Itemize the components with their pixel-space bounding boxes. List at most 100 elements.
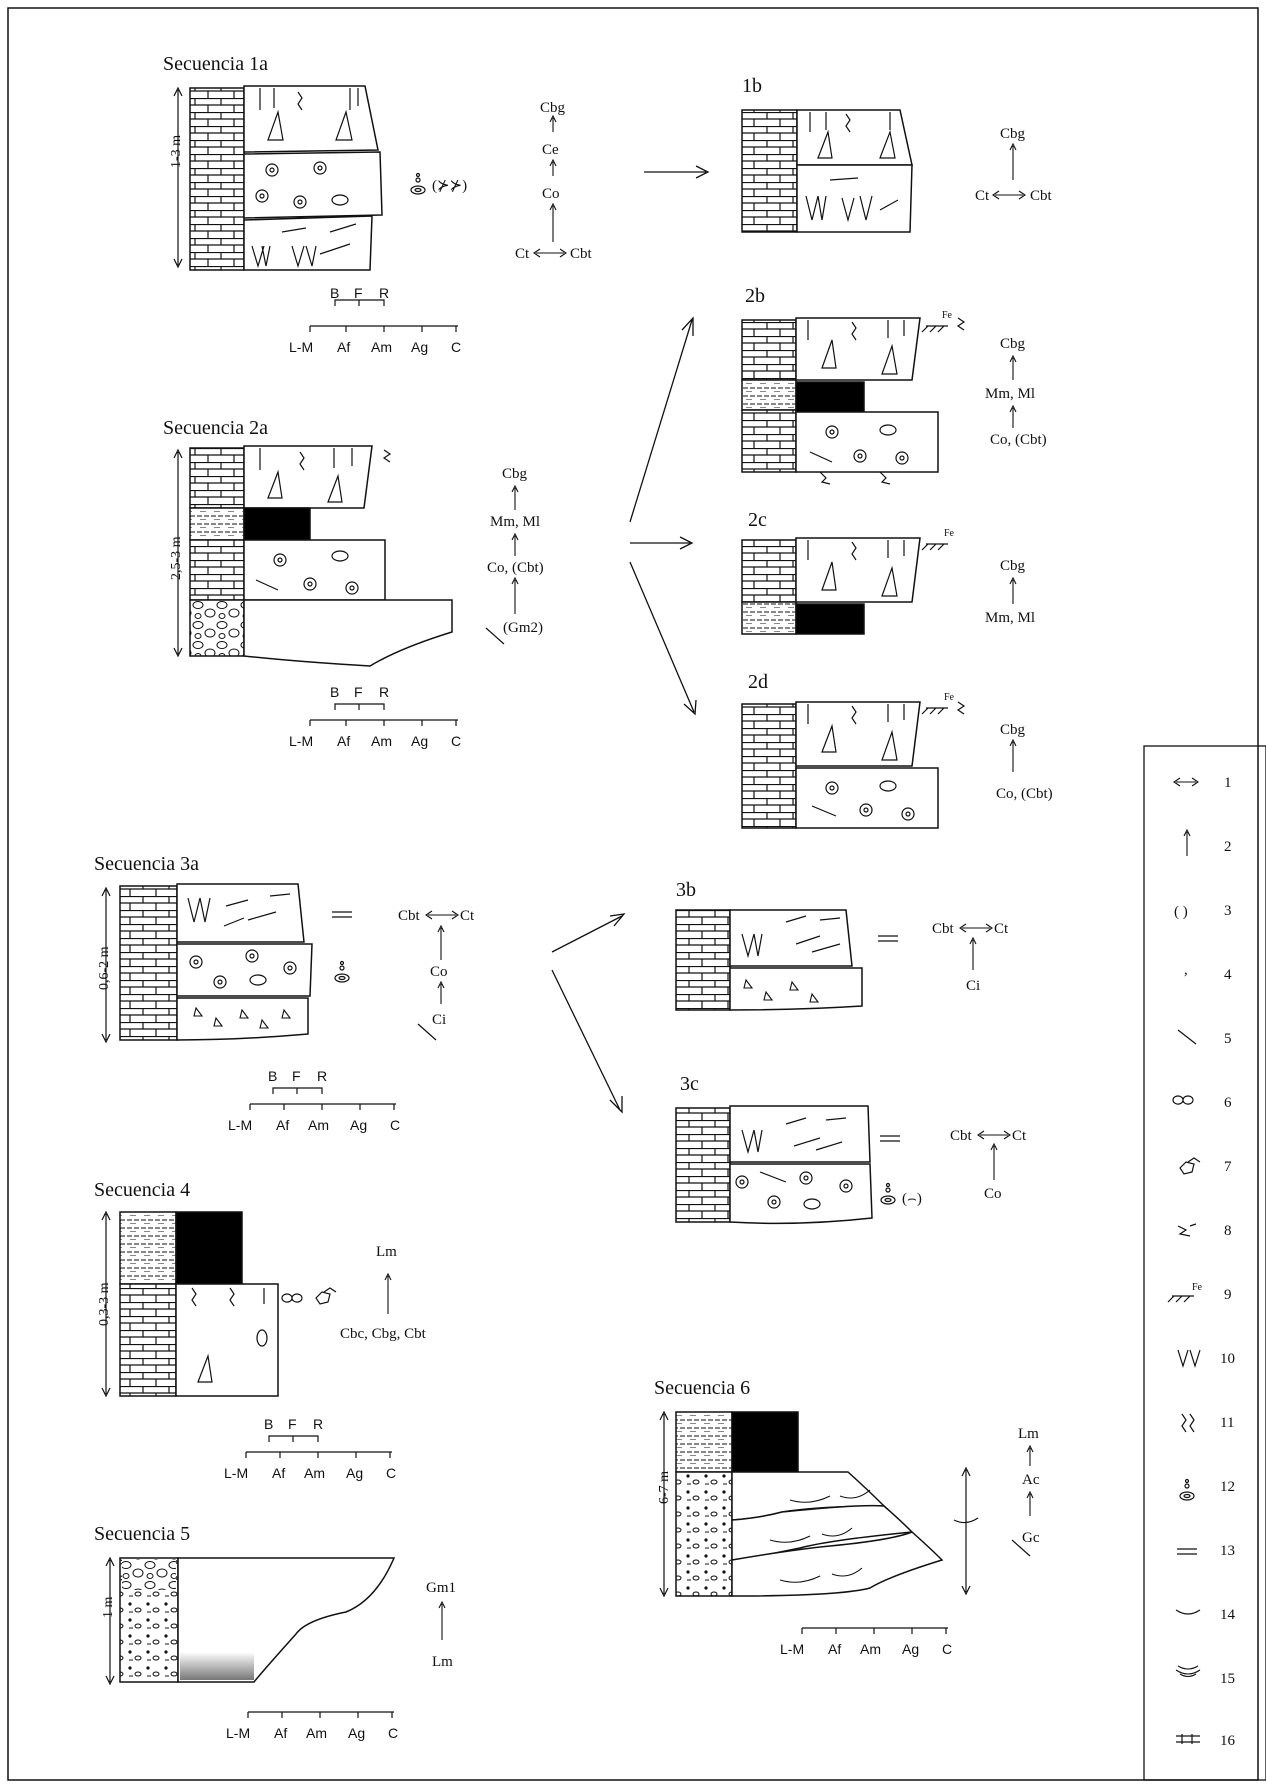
- svg-text:L-M: L-M: [224, 1465, 248, 1481]
- facies-label: Mm, Ml: [490, 514, 540, 530]
- cross-lamination-icon: [1176, 1610, 1200, 1614]
- svg-text:Af: Af: [337, 733, 350, 749]
- legend-box: [1144, 746, 1266, 1780]
- facies-label: Cbt: [932, 921, 955, 937]
- facies-label: Gm1: [426, 1580, 456, 1596]
- sequence-2a: Secuencia 2a 2,5-3 m Cbg Mm, Ml Co, (Cbt…: [163, 417, 544, 749]
- double-arrow-icon: [426, 911, 458, 919]
- legend-number: 4: [1224, 967, 1232, 983]
- bed-middle: [244, 540, 385, 600]
- sequence-3c: 3c (⌢) Cbt Ct Co: [676, 1073, 1027, 1223]
- seq-3b-title: 3b: [676, 879, 696, 901]
- oncoid-symbol: [881, 1184, 895, 1205]
- up-arrow-icon: [1184, 830, 1190, 856]
- up-arrow-icon: [438, 926, 444, 960]
- facies-label: Ac: [1022, 1472, 1040, 1488]
- svg-text:Ag: Ag: [350, 1117, 367, 1133]
- oncoid-symbol: [335, 962, 349, 983]
- seq-4-title: Secuencia 4: [94, 1179, 190, 1201]
- svg-text:Af: Af: [337, 339, 350, 355]
- svg-text:Fe: Fe: [944, 692, 955, 703]
- vertical-burrows-icon: [1178, 1350, 1200, 1366]
- fe-crust-icon: Fe: [1168, 1282, 1203, 1302]
- up-arrow-icon: [991, 1144, 997, 1180]
- crossed-bars-icon: [1176, 1734, 1200, 1744]
- facies-label: Gc: [1022, 1530, 1040, 1546]
- brick-column: [190, 448, 244, 508]
- facies-label: Cbg: [502, 466, 528, 482]
- oncoid-symbol: [411, 174, 425, 195]
- facies-label: Ct: [515, 246, 530, 262]
- bed-bottom: [796, 412, 938, 472]
- facies-label: Cbg: [1000, 126, 1026, 142]
- svg-text:L-M: L-M: [226, 1725, 250, 1741]
- seq-2c-title: 2c: [748, 509, 767, 531]
- seq-3a-thickness: 0,6-2 m: [97, 946, 112, 990]
- facies-label: Lm: [376, 1244, 397, 1260]
- svg-text:Fe: Fe: [942, 310, 953, 321]
- mud-black-bed: [176, 1212, 242, 1284]
- wavy-root-traces-icon: [1182, 1414, 1194, 1432]
- svg-text:B: B: [330, 684, 339, 700]
- svg-text:C: C: [386, 1465, 396, 1481]
- svg-text:L-M: L-M: [289, 339, 313, 355]
- brick-column: [190, 88, 244, 270]
- up-arrow-icon: [1010, 144, 1016, 180]
- sequence-2b: 2b Fe Cbg Mm, Ml Co, (Cbt): [742, 285, 1047, 484]
- sequence-6: Secuencia 6 6-7 m Lm Ac Gc L-M Af Am Ag …: [654, 1377, 1040, 1657]
- facies-label: Cbt: [398, 908, 421, 924]
- svg-text:Ag: Ag: [348, 1725, 365, 1741]
- svg-text:Af: Af: [828, 1641, 841, 1657]
- seq-6-title: Secuencia 6: [654, 1377, 750, 1399]
- bed-bottom: [176, 1284, 278, 1396]
- thickness-arrow: [106, 1558, 114, 1684]
- parallel-lamination-icon: [878, 936, 898, 941]
- gravel-column: [190, 600, 244, 656]
- facies-label: Cbt: [950, 1128, 973, 1144]
- pebbly-column: [676, 1472, 732, 1596]
- sequence-5: Secuencia 5 1 m Gm1 Lm L-M Af Am Ag C: [94, 1523, 456, 1741]
- up-arrow-icon: [1010, 356, 1016, 380]
- legend-number: 7: [1224, 1159, 1232, 1175]
- arrow-1a-1b: [644, 166, 708, 178]
- svg-text:Am: Am: [371, 339, 392, 355]
- facies-label: (Gm2): [503, 620, 543, 636]
- svg-text:Af: Af: [276, 1117, 289, 1133]
- bed-bottom: [730, 968, 862, 1010]
- double-arrow-icon: [534, 249, 566, 257]
- svg-text:Af: Af: [272, 1465, 285, 1481]
- mud-column: [742, 380, 796, 410]
- sequence-2d: 2d Fe Cbg Co, (Cbt): [742, 671, 1053, 828]
- seq-5-title: Secuencia 5: [94, 1523, 190, 1545]
- svg-text:C: C: [451, 339, 461, 355]
- seq-3c-side-mark: (⌢): [902, 1191, 922, 1207]
- svg-text:Am: Am: [306, 1725, 327, 1741]
- facies-label: Cbg: [1000, 558, 1026, 574]
- parallel-lamination-icon: [332, 912, 352, 917]
- sequence-3b: 3b Cbt Ct Ci: [676, 879, 1009, 1010]
- channel-bed: [244, 600, 452, 666]
- svg-text:Ag: Ag: [902, 1641, 919, 1657]
- brick-column: [120, 886, 177, 1040]
- brick-column: [676, 910, 730, 1010]
- sequence-1a: Secuencia 1a 1-3 m (⊁⊁) Cbg: [163, 53, 593, 355]
- bed-bottom: [797, 165, 912, 232]
- facies-label: Ct: [1012, 1128, 1027, 1144]
- brick-column: [742, 410, 796, 472]
- grain-size-axis: L-M Af Am Ag C: [226, 1712, 398, 1741]
- facies-label: Co, (Cbt): [487, 560, 544, 576]
- svg-text:R: R: [313, 1416, 323, 1432]
- bed-middle: [244, 152, 382, 218]
- chain-links-icon: [282, 1294, 302, 1302]
- legend-number: 6: [1224, 1095, 1232, 1111]
- svg-text:L-M: L-M: [780, 1641, 804, 1657]
- svg-text:L-M: L-M: [228, 1117, 252, 1133]
- svg-text:Am: Am: [371, 733, 392, 749]
- bed-bottom: [244, 216, 372, 270]
- svg-text:L-M: L-M: [289, 733, 313, 749]
- facies-label: Mm, Ml: [985, 610, 1035, 626]
- fe-crust-icon: Fe: [922, 528, 955, 550]
- oblique-line-icon: [486, 628, 504, 644]
- bed-top: [796, 538, 920, 602]
